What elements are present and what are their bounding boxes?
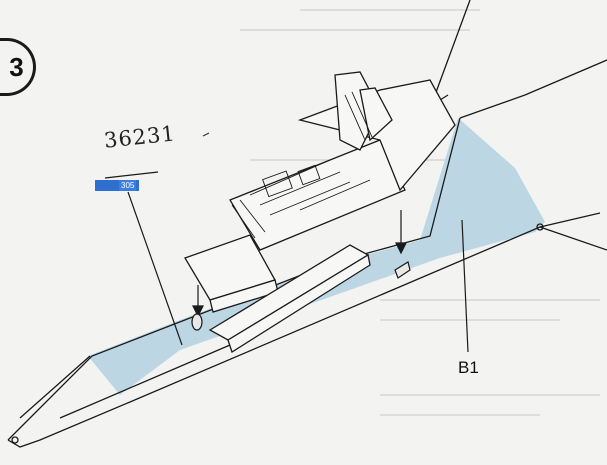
seat-details (231, 91, 373, 239)
pen-mark (202, 132, 210, 137)
part-label-b1: B1 (458, 358, 479, 377)
b1-highlight-area (88, 118, 545, 395)
assembly-arrows (192, 210, 407, 318)
stamp-number: 305 (119, 180, 137, 191)
fuselage-outline (7, 0, 607, 448)
locating-pins (191, 261, 411, 331)
leader-lines (104, 171, 469, 353)
color-stamp: 305 (95, 180, 139, 191)
stamp-box (95, 180, 139, 191)
